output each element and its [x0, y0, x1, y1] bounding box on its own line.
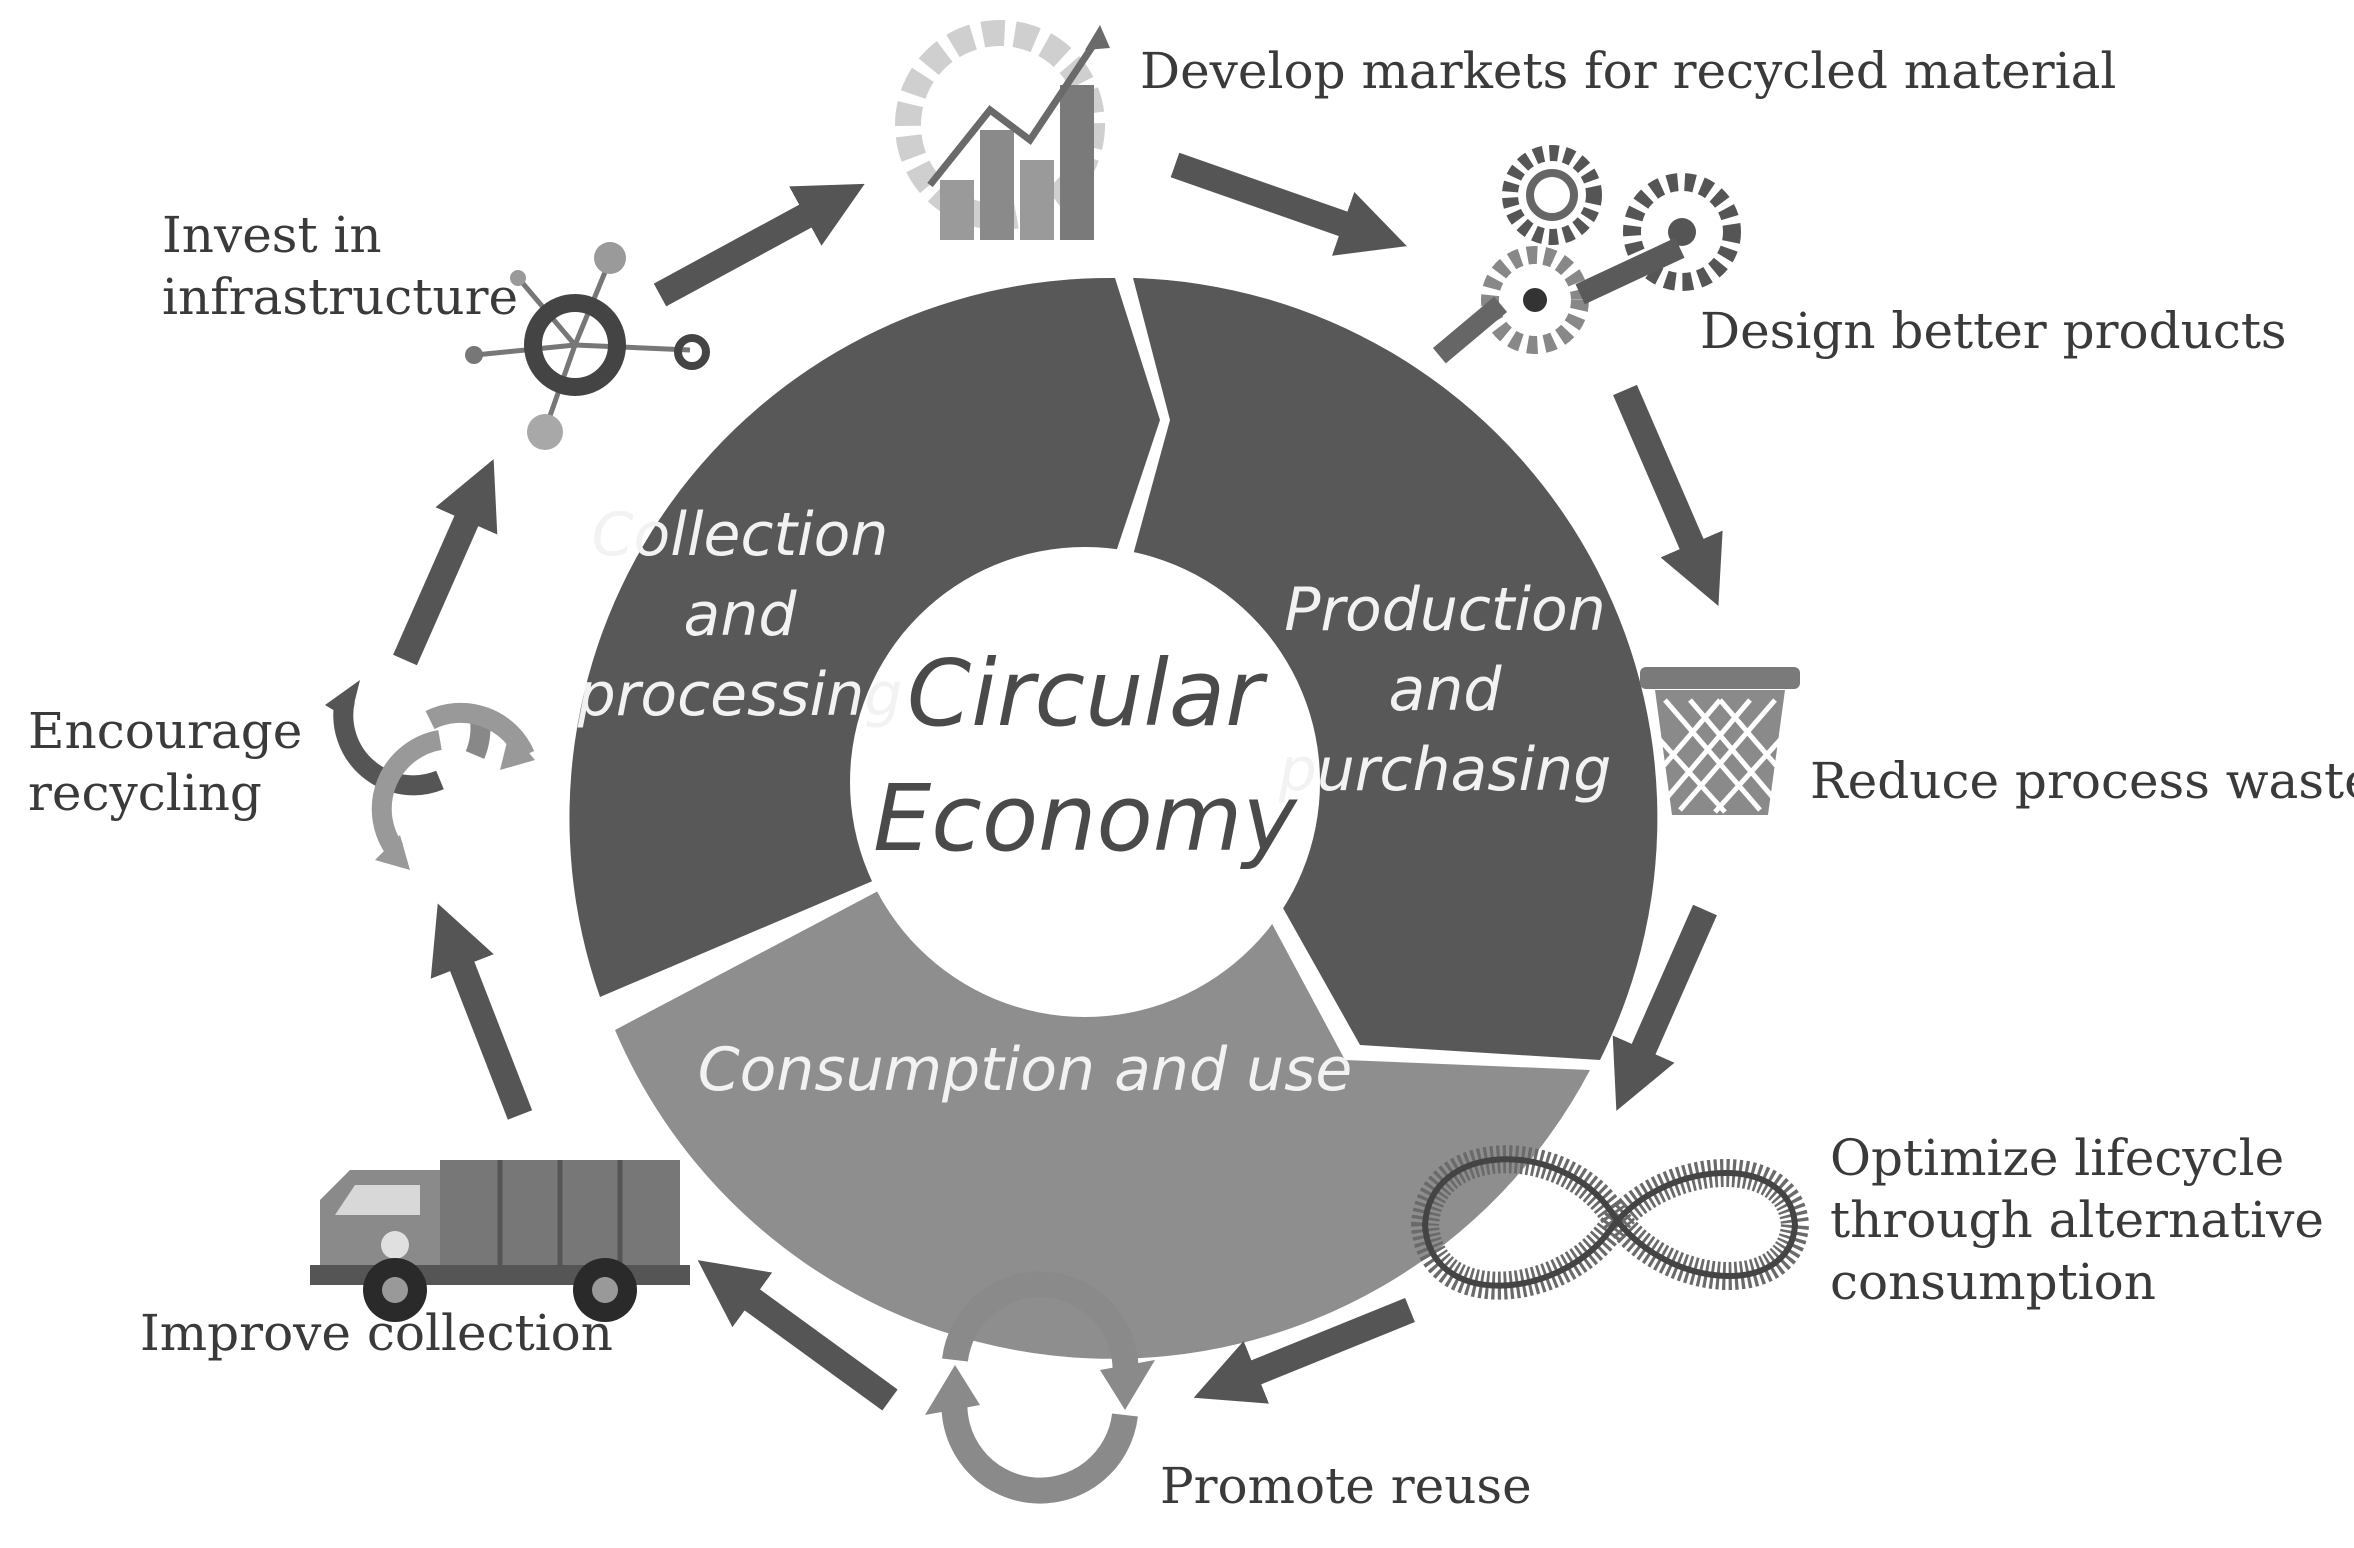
arrow-design-to-reduce	[1613, 384, 1723, 607]
label-reduce-process-waste: Reduce process waste	[1810, 752, 2354, 810]
label-optimize-lifecycle-line2: through alternative	[1830, 1191, 2324, 1249]
garbage-truck-icon	[310, 1160, 690, 1322]
chart-icon	[895, 20, 1110, 240]
center-title-line2: Economy	[873, 765, 1298, 872]
arrow-recycling-to-infrastructure	[393, 459, 498, 666]
gears-icon	[1432, 145, 1741, 364]
production-label-line3: purchasing	[1278, 735, 1612, 805]
cycle-arrows	[393, 152, 1723, 1411]
label-encourage-recycling-line2: recycling	[28, 764, 262, 822]
segment-collection-and-processing	[569, 277, 1160, 997]
label-promote-reuse: Promote reuse	[1160, 1457, 1532, 1515]
infinity-icon	[1410, 1145, 1810, 1300]
label-develop-markets: Develop markets for recycled material	[1140, 42, 2116, 100]
collection-label-line2: and	[684, 580, 798, 650]
step-labels: Develop markets for recycled material De…	[28, 42, 2354, 1515]
collection-label-line3: processing	[577, 660, 903, 730]
reuse-cycle-icon	[925, 1271, 1155, 1504]
wastebasket-icon	[1640, 667, 1800, 815]
segment-production-and-purchasing	[1133, 278, 1658, 1060]
label-improve-collection: Improve collection	[140, 1304, 613, 1362]
production-label-line2: and	[1389, 655, 1503, 725]
arrow-reuse-to-collection	[697, 1260, 898, 1411]
label-invest-infrastructure-line1: Invest in	[162, 206, 382, 264]
production-label-line1: Production	[1284, 575, 1606, 645]
label-design-better-products: Design better products	[1700, 302, 2287, 360]
center-title-line1: Circular	[907, 640, 1268, 747]
label-optimize-lifecycle-line1: Optimize lifecycle	[1830, 1129, 2284, 1187]
arrow-collection-to-recycling	[430, 903, 533, 1120]
label-invest-infrastructure-line2: infrastructure	[162, 268, 518, 326]
label-encourage-recycling-line1: Encourage	[28, 702, 302, 760]
arrow-infrastructure-to-develop	[653, 183, 865, 307]
arrow-develop-to-design	[1170, 152, 1407, 256]
arrow-reduce-to-optimize	[1612, 904, 1717, 1111]
label-optimize-lifecycle-line3: consumption	[1830, 1253, 2156, 1311]
recycle-arrows-icon	[325, 680, 535, 870]
central-ring: Circular Economy Collection and processi…	[569, 277, 1658, 1359]
segment-consumption-and-use	[615, 890, 1590, 1359]
collection-label-line1: Collection	[592, 500, 889, 570]
network-icon	[465, 242, 710, 450]
consumption-label: Consumption and use	[698, 1035, 1353, 1105]
arrow-optimize-to-reuse	[1193, 1297, 1415, 1404]
center-disc	[850, 547, 1320, 1017]
